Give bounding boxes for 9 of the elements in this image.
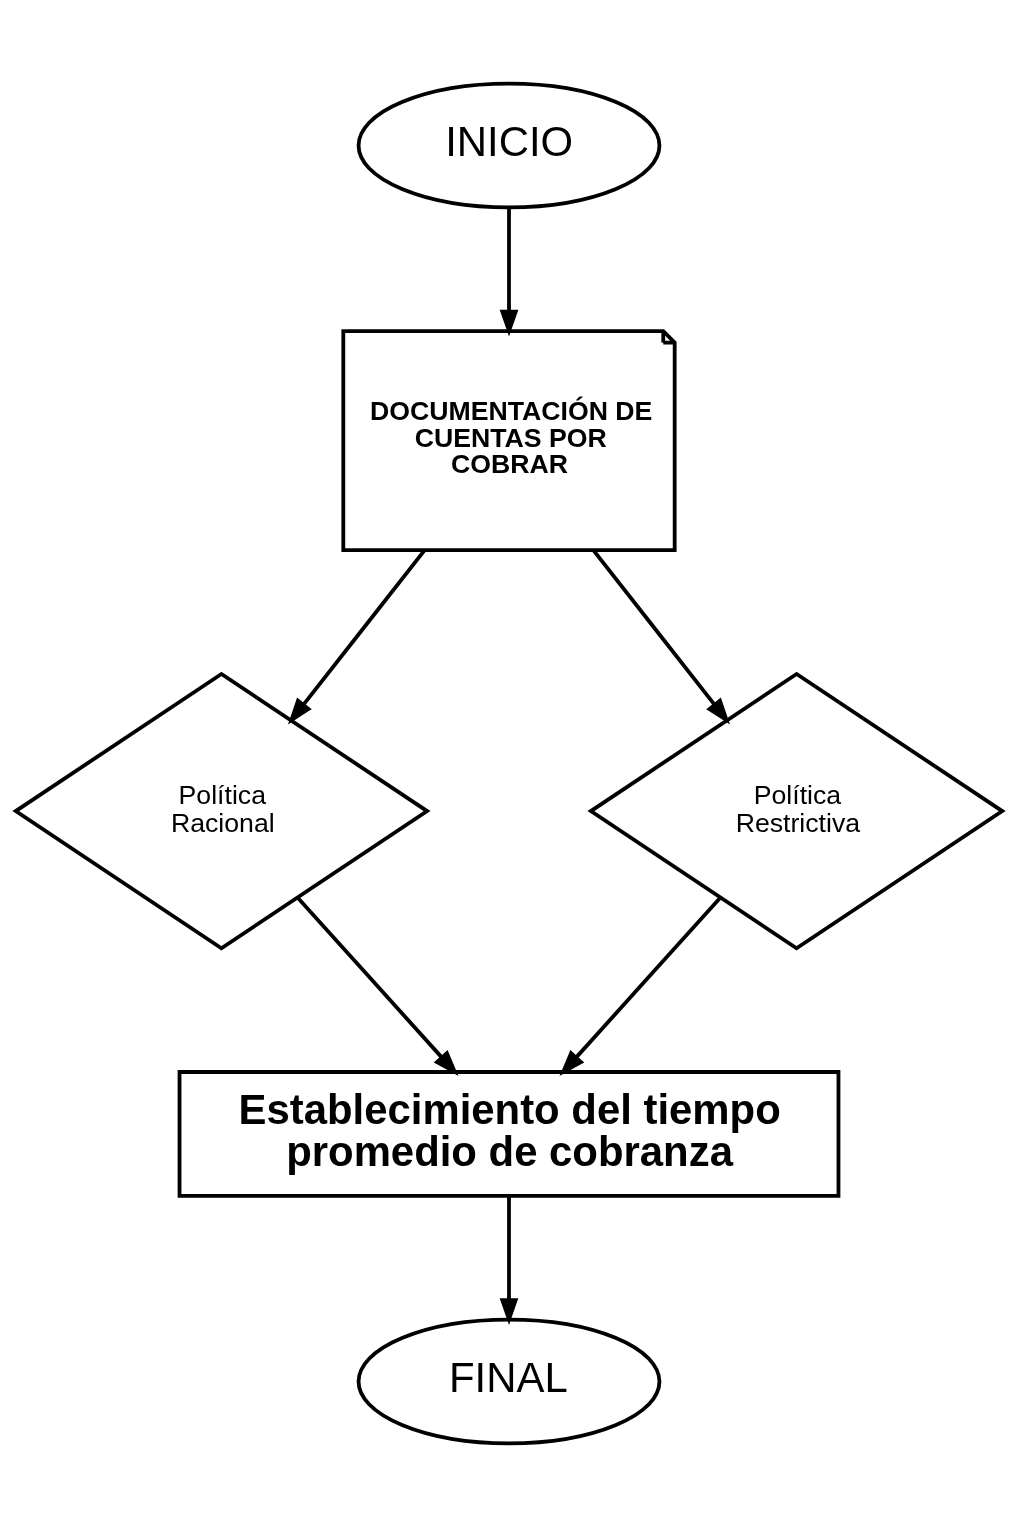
node-ellipse: FINAL: [356, 1317, 662, 1445]
node-box: Establecimiento del tiempo promedio de cobranza: [177, 1069, 841, 1198]
arrow: [499, 207, 519, 337]
node-diamond: Política Restrictiva: [587, 671, 1006, 950]
arrow: [296, 895, 459, 1076]
arrow: [559, 895, 722, 1076]
arrow: [499, 1195, 519, 1325]
node-ellipse: INICIO: [356, 81, 662, 209]
node-diamond: Política Racional: [12, 671, 431, 950]
